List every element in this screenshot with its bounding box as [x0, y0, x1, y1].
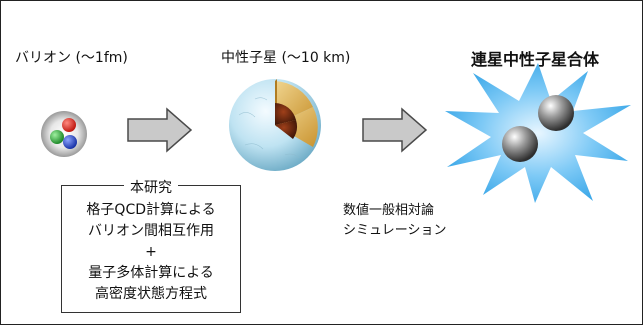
- research-box: 本研究 格子QCD計算による バリオン間相互作用 + 量子多体計算による 高密度…: [61, 177, 241, 313]
- neutron-star-label: 中性子星 (〜10 km): [221, 50, 351, 66]
- baryon-label: バリオン (〜1fm): [15, 50, 128, 66]
- simulation-label-line1: 数値一般相対論: [343, 203, 435, 218]
- baryon-icon: [41, 111, 87, 157]
- research-line: +: [145, 244, 157, 260]
- binary-merger-label: 連星中性子星合体: [471, 50, 600, 69]
- neutron-star-icon: [229, 79, 321, 171]
- arrow-right-icon: [127, 107, 193, 153]
- quark-blue: [63, 135, 77, 149]
- neutron-star-b: [502, 126, 538, 162]
- research-box-title: 本研究: [124, 177, 178, 197]
- neutron-star-a: [538, 95, 574, 131]
- research-line: 格子QCD計算による: [86, 202, 216, 218]
- arrow-right-icon: [362, 107, 428, 153]
- quark-green: [50, 130, 64, 144]
- research-line: 高密度状態方程式: [95, 286, 207, 302]
- simulation-label-line2: シミュレーション: [343, 223, 447, 238]
- research-box-lines: 格子QCD計算による バリオン間相互作用 + 量子多体計算による 高密度状態方程…: [62, 200, 240, 305]
- quark-red: [62, 118, 76, 132]
- research-line: 量子多体計算による: [88, 265, 214, 281]
- research-line: バリオン間相互作用: [88, 223, 214, 239]
- merger-burst-icon: [445, 63, 631, 203]
